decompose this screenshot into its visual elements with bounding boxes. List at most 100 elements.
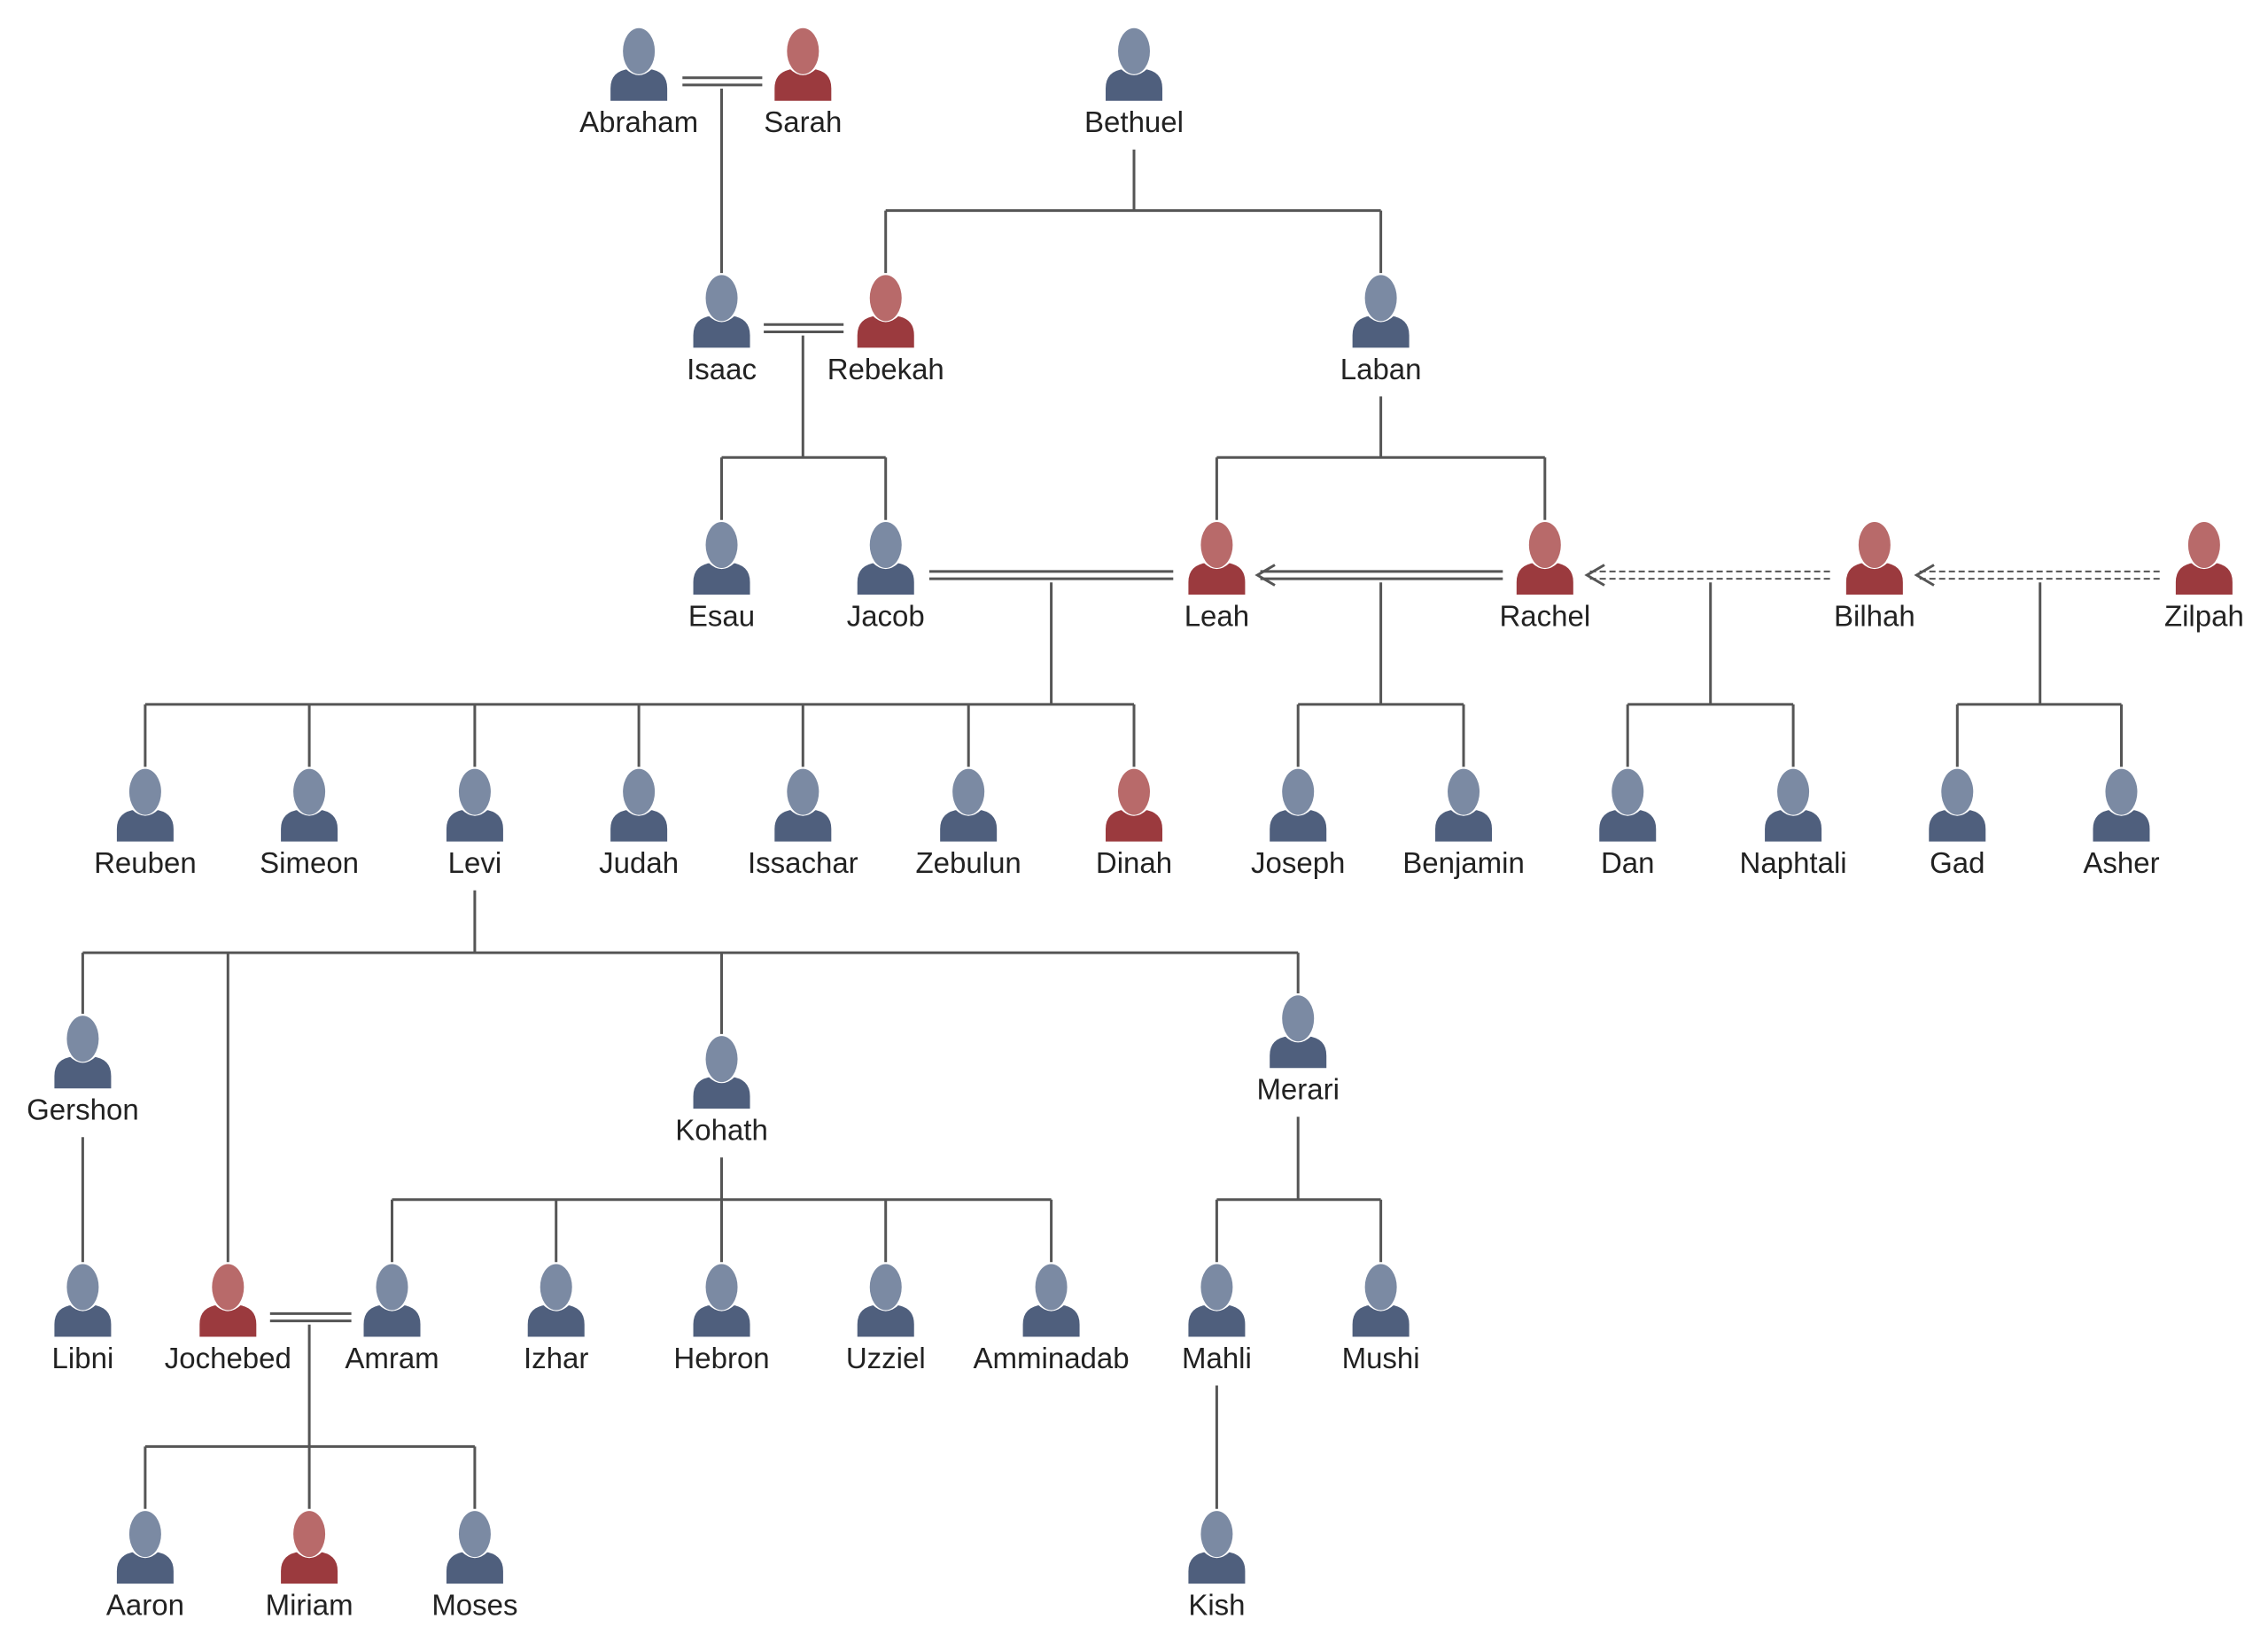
female-person-icon <box>199 1264 257 1337</box>
person-joseph[interactable]: Joseph <box>1251 768 1345 879</box>
female-person-icon <box>1188 521 1246 595</box>
person-gershon[interactable]: Gershon <box>27 1016 139 1126</box>
person-name: Gershon <box>27 1094 139 1126</box>
person-esau[interactable]: Esau <box>688 521 755 632</box>
person-libni[interactable]: Libni <box>52 1264 114 1374</box>
person-asher[interactable]: Asher <box>2083 768 2160 879</box>
person-reuben[interactable]: Reuben <box>94 768 197 879</box>
male-person-icon <box>693 275 750 348</box>
person-leah[interactable]: Leah <box>1184 521 1249 632</box>
person-zilpah[interactable]: Zilpah <box>2164 521 2244 632</box>
person-bethuel[interactable]: Bethuel <box>1084 27 1184 138</box>
arrow-to-rachel <box>1584 564 1605 587</box>
person-abraham[interactable]: Abraham <box>579 27 698 138</box>
person-name: Issachar <box>748 846 858 879</box>
person-name: Miriam <box>266 1588 353 1621</box>
male-person-icon <box>693 1036 750 1109</box>
female-person-icon <box>774 27 832 101</box>
person-name: Amminadab <box>974 1342 1130 1374</box>
male-person-icon <box>527 1264 585 1337</box>
person-sarah[interactable]: Sarah <box>764 27 842 138</box>
person-kohath[interactable]: Kohath <box>675 1036 768 1147</box>
female-person-icon <box>1845 521 1903 595</box>
male-person-icon <box>446 1511 503 1584</box>
male-person-icon <box>857 521 914 595</box>
person-dinah[interactable]: Dinah <box>1096 768 1172 879</box>
person-zebulun[interactable]: Zebulun <box>916 768 1021 879</box>
person-jacob[interactable]: Jacob <box>847 521 925 632</box>
person-laban[interactable]: Laban <box>1340 275 1422 385</box>
tree-connectors <box>81 76 2163 1509</box>
male-person-icon <box>1188 1511 1246 1584</box>
person-judah[interactable]: Judah <box>599 768 679 879</box>
person-name: Asher <box>2083 846 2159 879</box>
person-name: Mushi <box>1342 1342 1420 1374</box>
person-bilhah[interactable]: Bilhah <box>1834 521 1915 632</box>
person-name: Gad <box>1930 846 1984 879</box>
person-aaron[interactable]: Aaron <box>106 1511 184 1621</box>
person-name: Leah <box>1184 599 1249 632</box>
person-levi[interactable]: Levi <box>446 768 503 879</box>
person-name: Laban <box>1340 353 1422 385</box>
person-dan[interactable]: Dan <box>1599 768 1657 879</box>
person-hebron[interactable]: Hebron <box>673 1264 770 1374</box>
male-person-icon <box>446 768 503 842</box>
male-person-icon <box>774 768 832 842</box>
person-miriam[interactable]: Miriam <box>266 1511 353 1621</box>
person-benjamin[interactable]: Benjamin <box>1402 768 1525 879</box>
person-simeon[interactable]: Simeon <box>260 768 359 879</box>
person-name: Mahli <box>1182 1342 1252 1374</box>
person-name: Reuben <box>94 846 197 879</box>
person-issachar[interactable]: Issachar <box>748 768 858 879</box>
person-kish[interactable]: Kish <box>1188 1511 1246 1621</box>
male-person-icon <box>1352 1264 1410 1337</box>
person-amram[interactable]: Amram <box>345 1264 439 1374</box>
person-jochebed[interactable]: Jochebed <box>165 1264 291 1374</box>
person-naphtali[interactable]: Naphtali <box>1740 768 1847 879</box>
female-person-icon <box>1516 521 1573 595</box>
female-person-icon <box>857 275 914 348</box>
person-name: Isaac <box>687 353 757 385</box>
male-person-icon <box>610 27 668 101</box>
male-person-icon <box>693 1264 750 1337</box>
person-name: Rachel <box>1499 599 1590 632</box>
person-gad[interactable]: Gad <box>1929 768 1986 879</box>
male-person-icon <box>363 1264 421 1337</box>
male-person-icon <box>1022 1264 1080 1337</box>
person-name: Dinah <box>1096 846 1172 879</box>
male-person-icon <box>2093 768 2150 842</box>
person-isaac[interactable]: Isaac <box>687 275 757 385</box>
male-person-icon <box>116 768 174 842</box>
person-name: Joseph <box>1251 846 1345 879</box>
person-name: Kish <box>1188 1588 1245 1621</box>
male-person-icon <box>1106 27 1162 101</box>
person-name: Naphtali <box>1740 846 1847 879</box>
person-name: Moses <box>431 1588 517 1621</box>
person-name: Uzziel <box>846 1342 926 1374</box>
person-moses[interactable]: Moses <box>431 1511 518 1621</box>
male-person-icon <box>1188 1264 1246 1337</box>
person-amminadab[interactable]: Amminadab <box>974 1264 1130 1374</box>
male-person-icon <box>1352 275 1410 348</box>
arrow-to-leah <box>1254 564 1276 587</box>
person-name: Amram <box>345 1342 439 1374</box>
person-name: Levi <box>448 846 502 879</box>
male-person-icon <box>857 1264 914 1337</box>
person-name: Simeon <box>260 846 359 879</box>
person-uzziel[interactable]: Uzziel <box>846 1264 926 1374</box>
person-name: Aaron <box>106 1588 184 1621</box>
female-person-icon <box>281 1511 338 1584</box>
person-mushi[interactable]: Mushi <box>1342 1264 1420 1374</box>
person-name: Dan <box>1601 846 1655 879</box>
person-merari[interactable]: Merari <box>1256 995 1340 1106</box>
person-name: Jochebed <box>165 1342 291 1374</box>
person-name: Libni <box>52 1342 114 1374</box>
person-rebekah[interactable]: Rebekah <box>827 275 944 385</box>
person-name: Jacob <box>847 599 925 632</box>
person-rachel[interactable]: Rachel <box>1499 521 1590 632</box>
male-person-icon <box>54 1264 112 1337</box>
person-izhar[interactable]: Izhar <box>524 1264 588 1374</box>
person-mahli[interactable]: Mahli <box>1182 1264 1252 1374</box>
